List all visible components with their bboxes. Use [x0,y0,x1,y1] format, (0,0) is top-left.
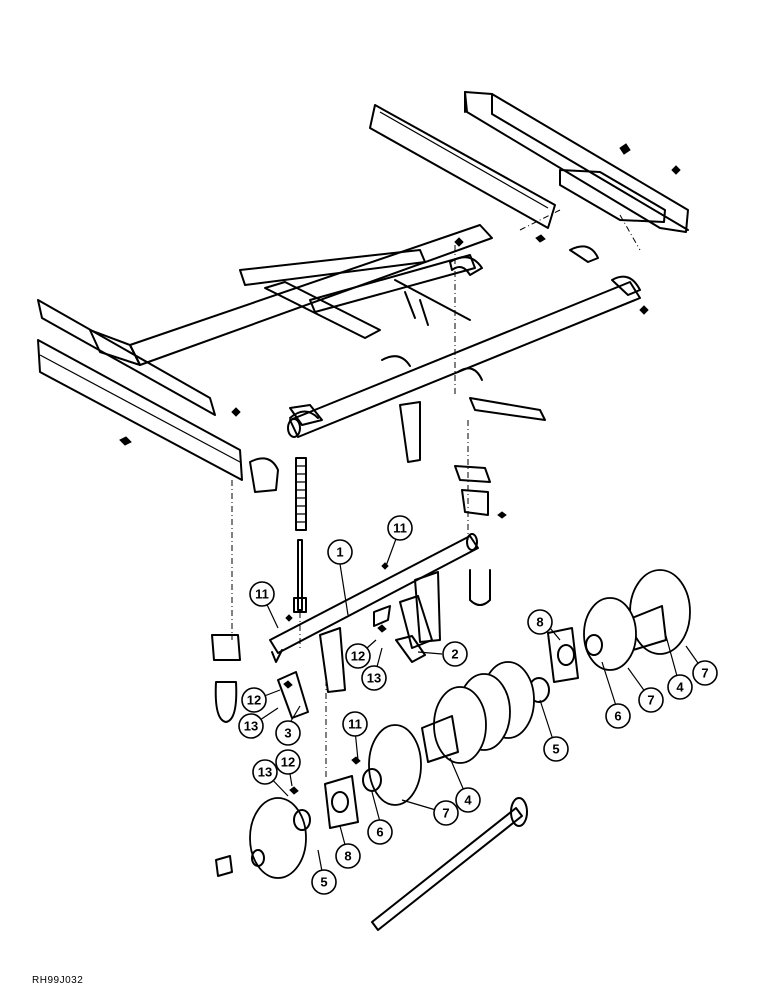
alignment-lines [231,209,641,780]
spring-assembly [293,457,307,613]
callout-7: 7 [638,687,664,713]
callout-6: 6 [605,703,631,729]
callout-6: 6 [367,819,393,845]
callout-13: 13 [361,665,387,691]
callout-11: 11 [249,581,275,607]
main-frame [37,91,689,606]
callout-8: 8 [527,609,553,635]
callout-label: 3 [284,726,291,741]
callout-label: 12 [351,649,365,664]
callout-label: 4 [676,680,684,695]
callout-12: 12 [275,749,301,775]
disc-gang [215,562,691,931]
callout-label: 4 [464,793,472,808]
callout-label: 13 [258,765,272,780]
callout-2: 2 [442,641,468,667]
callout-label: 6 [376,825,383,840]
callout-4: 4 [455,787,481,813]
callout-7: 7 [433,800,459,826]
callout-label: 8 [344,849,351,864]
callout-label: 5 [552,742,559,757]
callout-label: 7 [442,806,449,821]
callout-5: 5 [543,736,569,762]
callout-13: 13 [238,713,264,739]
callout-11: 11 [342,711,368,737]
callout-label: 11 [348,717,362,732]
callout-label: 2 [451,647,458,662]
callout-label: 12 [281,755,295,770]
callout-label: 1 [336,545,343,560]
callout-1: 1 [327,539,353,565]
callout-label: 12 [247,693,261,708]
callout-label: 13 [244,719,258,734]
drawing-reference-code: RH99J032 [32,975,84,986]
callout-label: 7 [701,666,708,681]
callout-label: 5 [320,875,327,890]
callout-label: 8 [536,615,543,630]
callout-3: 3 [275,720,301,746]
callout-4: 4 [667,674,693,700]
callout-8: 8 [335,843,361,869]
callout-label: 13 [367,671,381,686]
gang-bar [211,533,479,723]
callout-label: 6 [614,709,621,724]
callout-7: 7 [692,660,718,686]
callout-label: 7 [647,693,654,708]
callout-label: 11 [255,587,269,602]
callout-label: 11 [393,521,407,536]
callout-5: 5 [311,869,337,895]
callout-13: 13 [252,759,278,785]
callout-12: 12 [241,687,267,713]
callout-12: 12 [345,643,371,669]
callout-11: 11 [387,515,413,541]
